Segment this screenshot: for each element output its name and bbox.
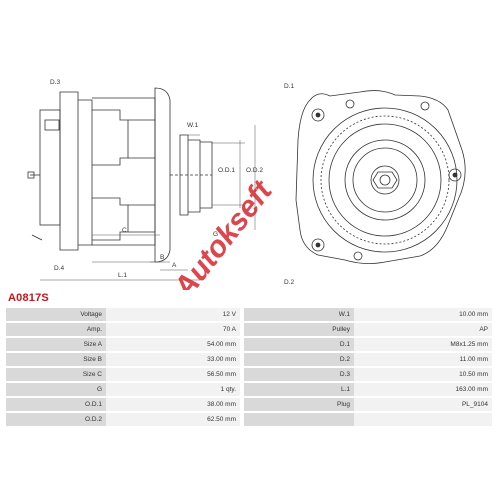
spec-value: 62.50 mm [106,413,240,426]
spec-value: PL_9104 [354,398,492,411]
spec-value: 70 A [106,323,240,336]
mount-hole-d1 [311,108,325,122]
spec-label [244,413,354,426]
spec-label: Plug [244,398,354,411]
spec-value: M8x1.25 mm [354,338,492,351]
spec-value: 38.00 mm [106,398,240,411]
label-a: A [172,262,177,269]
fan-outer [312,107,458,253]
rear-housing [39,109,61,226]
spec-label: Voltage [6,308,106,321]
spec-label: L.1 [244,383,354,396]
spec-label: W.1 [244,308,354,321]
dimension-lines [40,125,256,281]
pulley-nut [372,171,398,189]
alternator-technical-drawing: D.3 D.4 W.1 O.D.1 O.D.2 C B A L.1 G D.1 … [27,79,466,290]
label-d3: D.3 [50,79,61,86]
drawing-labels: D.3 D.4 W.1 O.D.1 O.D.2 C B A L.1 G D.1 … [50,79,295,286]
spec-label: G [6,383,106,396]
spec-value: 163.00 mm [354,383,492,396]
spec-label: Pulley [244,323,354,336]
label-od1: O.D.1 [218,167,235,174]
watermark-text: Autokseft [167,173,280,290]
spec-label: Size B [6,353,106,366]
label-od2: O.D.2 [246,167,263,174]
pulley-hub [179,134,189,216]
spec-value [354,413,492,426]
plug-wire [31,234,43,241]
spec-value: 1 qty. [106,383,240,396]
label-w1: W.1 [187,122,199,129]
spec-label: Amp. [6,323,106,336]
front-view [295,90,466,264]
spec-label: O.D.2 [6,413,106,426]
side-view [27,87,213,263]
spec-value: 10.50 mm [354,368,492,381]
label-g: G [213,231,218,238]
spec-label: Size C [6,368,106,381]
label-b: B [160,254,164,261]
label-d1: D.1 [284,83,295,90]
label-d4: D.4 [54,265,65,272]
spec-value: 11.00 mm [354,353,492,366]
fan-blades [320,115,450,245]
spec-label: D.3 [244,368,354,381]
pulley-face [344,139,426,221]
spec-value: 10.00 mm [354,308,492,321]
spec-label: D.2 [244,353,354,366]
rear-end-frame [59,91,79,251]
spec-value: 54.00 mm [106,338,240,351]
spec-value: 56.50 mm [106,368,240,381]
rear-cap [44,119,60,131]
spec-label: O.D.1 [6,398,106,411]
spec-value: 12 V [106,308,240,321]
label-l1: L.1 [118,272,127,279]
spec-value: 33.00 mm [106,353,240,366]
spec-value: AP [354,323,492,336]
watermark-logo: Autokseft [167,173,280,290]
label-c: C [122,227,127,234]
label-d2: D.2 [284,279,295,286]
spec-label: Size A [6,338,106,351]
spec-label: D.1 [244,338,354,351]
part-code: A0817S [8,292,49,304]
front-housing [295,90,466,264]
mount-hole-d2 [311,238,325,252]
front-end-frame [154,87,171,263]
pulley [188,139,201,213]
